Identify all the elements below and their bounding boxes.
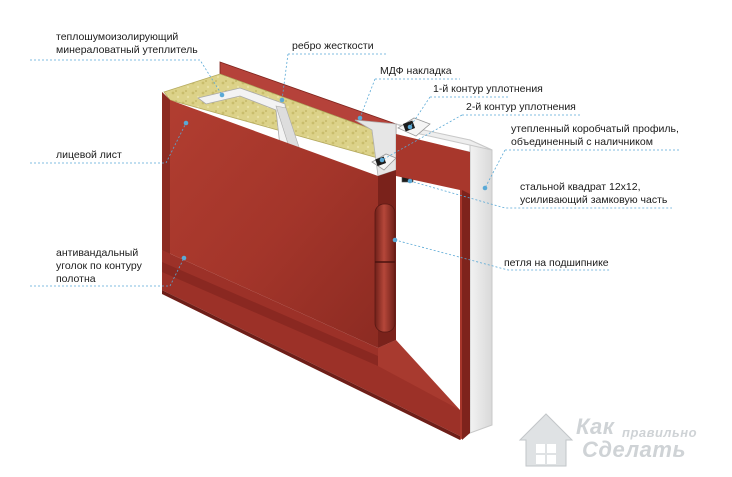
label-seal-1: 1-й контур уплотнения <box>433 83 543 95</box>
frame-trim <box>396 134 470 440</box>
antivandal-corner <box>162 250 460 440</box>
label-antivandal: антивандальный уголок по контуру полотна <box>56 247 142 285</box>
label-box-profile: утепленный коробчатый профиль, объединен… <box>511 123 679 148</box>
label-face-sheet: лицевой лист <box>56 149 122 161</box>
logo-house-icon <box>518 413 574 467</box>
leader-lines <box>30 53 680 287</box>
label-hinge: петля на подшипнике <box>504 257 609 269</box>
logo-text-kak: Как <box>576 414 615 439</box>
label-seal-2: 2-й контур уплотнения <box>466 101 576 113</box>
logo-text-sdelat: Сделать <box>582 437 687 462</box>
label-steel-square: стальной квадрат 12х12, усиливающий замк… <box>520 181 668 206</box>
leader-dots <box>181 92 488 261</box>
label-insulation: теплошумоизолирующий минераловатный утеп… <box>56 31 198 56</box>
label-mdf: МДФ накладка <box>380 65 452 77</box>
hinge-on-bearing <box>374 203 396 333</box>
label-stiffener: ребро жесткости <box>292 40 374 52</box>
logo-text-pravilno: правильно <box>622 425 698 440</box>
